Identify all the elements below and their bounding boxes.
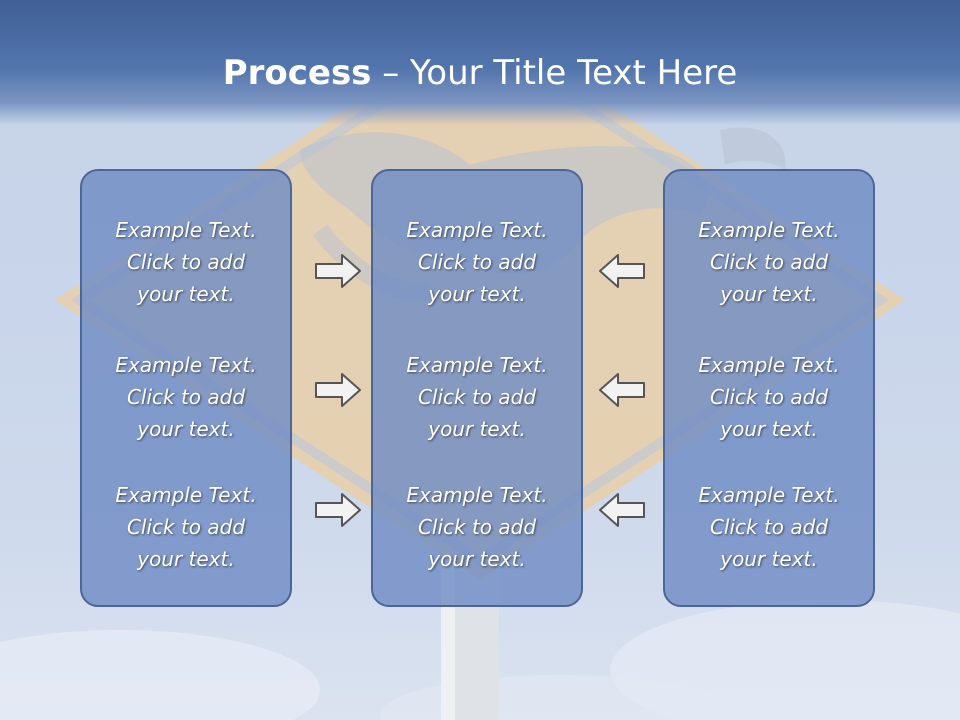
process-panel-right[interactable]: Example Text. Click to add your text. Ex… <box>663 169 875 607</box>
text-block[interactable]: Example Text. Click to add your text. <box>698 353 840 441</box>
right-arrow-icon[interactable] <box>314 492 362 528</box>
text-block[interactable]: Example Text. Click to add your text. <box>406 483 548 571</box>
text-block[interactable]: Example Text. Click to add your text. <box>406 353 548 441</box>
slide-title[interactable]: Process – Your Title Text Here <box>0 50 960 96</box>
text-block[interactable]: Example Text. Click to add your text. <box>406 218 548 306</box>
process-panel-center[interactable]: Example Text. Click to add your text. Ex… <box>371 169 583 607</box>
left-arrow-icon[interactable] <box>598 372 646 408</box>
right-arrow-icon[interactable] <box>314 253 362 289</box>
process-panel-left[interactable]: Example Text. Click to add your text. Ex… <box>80 169 292 607</box>
text-block[interactable]: Example Text. Click to add your text. <box>698 483 840 571</box>
text-block[interactable]: Example Text. Click to add your text. <box>115 353 257 441</box>
right-arrow-icon[interactable] <box>314 372 362 408</box>
text-block[interactable]: Example Text. Click to add your text. <box>698 218 840 306</box>
title-rest-text: – Your Title Text Here <box>371 53 738 93</box>
title-bold-text: Process <box>222 53 372 93</box>
text-block[interactable]: Example Text. Click to add your text. <box>115 218 257 306</box>
text-block[interactable]: Example Text. Click to add your text. <box>115 483 257 571</box>
title-bar <box>0 0 960 125</box>
left-arrow-icon[interactable] <box>598 492 646 528</box>
left-arrow-icon[interactable] <box>598 253 646 289</box>
